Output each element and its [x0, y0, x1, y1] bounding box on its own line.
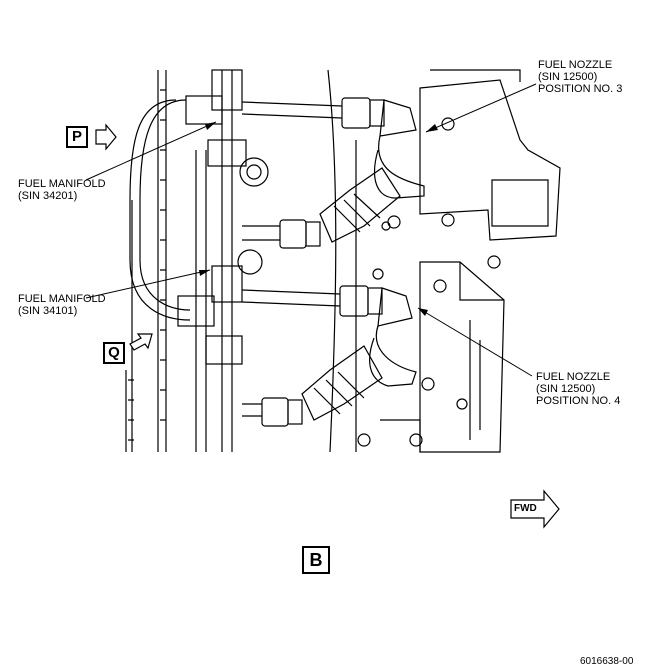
fastener-ladder	[128, 89, 166, 441]
callout-nozzle-pos4: FUEL NOZZLE (SIN 12500) POSITION NO. 4	[536, 371, 620, 407]
fwd-label: FWD	[514, 503, 537, 514]
view-marker-p: P	[66, 126, 88, 148]
callout-manifold-34201-line2: (SIN 34201)	[18, 190, 78, 202]
leader-manifold-34101	[85, 269, 211, 299]
view-arrow-p-icon	[95, 123, 117, 151]
bracket-lower	[419, 261, 505, 453]
fwd-arrow	[510, 489, 560, 529]
callout-manifold-34201: FUEL MANIFOLD (SIN 34201)	[18, 178, 106, 202]
callout-nozzle-pos3: FUEL NOZZLE (SIN 12500) POSITION NO. 3	[538, 59, 622, 95]
bolt-heads	[357, 117, 501, 447]
callout-nozzle-pos4-line3: POSITION NO. 4	[536, 395, 621, 407]
view-label: B	[302, 546, 330, 574]
callout-nozzle-pos3-line2: (SIN 12500)	[538, 71, 598, 83]
curved-return-tube	[139, 99, 191, 311]
callout-manifold-34101-line1: FUEL MANIFOLD	[18, 293, 106, 305]
doc-number: 6016638-00	[580, 656, 634, 667]
nozzle-tube-lower	[241, 289, 341, 307]
callout-nozzle-pos3-line3: POSITION NO. 3	[538, 83, 623, 95]
case-outline	[327, 69, 357, 453]
bolt-boss	[239, 157, 269, 187]
fitting-upper	[211, 69, 243, 111]
bracket-upper	[419, 79, 561, 241]
manifold-tube-inner	[195, 150, 207, 452]
hex-fitting	[341, 97, 371, 129]
callout-nozzle-pos3-line1: FUEL NOZZLE	[538, 59, 613, 71]
callout-manifold-34101: FUEL MANIFOLD (SIN 34101)	[18, 293, 106, 317]
callout-nozzle-pos4-line1: FUEL NOZZLE	[536, 371, 611, 383]
leader-nozzle-pos4	[417, 307, 533, 377]
callout-manifold-34101-line2: (SIN 34101)	[18, 305, 78, 317]
nozzle-body-pos4	[377, 287, 413, 327]
view-arrow-q-icon	[129, 333, 153, 351]
nozzle-body-pos3	[379, 99, 417, 137]
fitting-lower	[211, 265, 243, 303]
callout-nozzle-pos4-line2: (SIN 12500)	[536, 383, 596, 395]
callout-manifold-34201-line1: FUEL MANIFOLD	[18, 178, 106, 190]
manifold-tube-outer	[221, 70, 233, 452]
leader-manifold-34201	[85, 121, 217, 181]
view-marker-q: Q	[103, 342, 125, 364]
nozzle-tube-upper	[241, 101, 343, 119]
leader-nozzle-pos3	[425, 83, 537, 133]
case-strip	[125, 70, 167, 452]
